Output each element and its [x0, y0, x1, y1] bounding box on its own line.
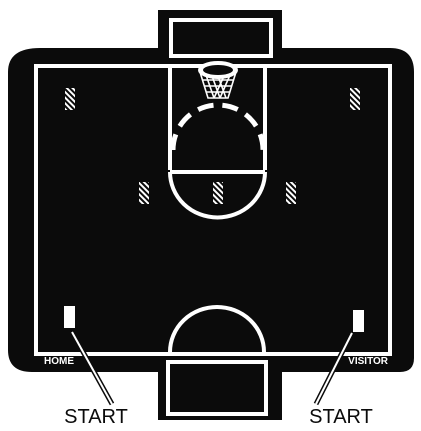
- player-marker-mid-right: [286, 182, 296, 204]
- home-start-callout: START: [64, 406, 128, 426]
- player-marker-top-right: [350, 88, 360, 110]
- visitor-start-callout: START: [309, 406, 373, 426]
- visitor-start-marker: [353, 310, 364, 332]
- player-marker-mid-center: [213, 182, 223, 204]
- player-marker-top-left: [65, 88, 75, 110]
- visitor-label: VISITOR: [348, 356, 389, 367]
- player-marker-mid-left: [139, 182, 149, 204]
- home-start-marker: [64, 306, 75, 328]
- home-label: HOME: [44, 356, 74, 367]
